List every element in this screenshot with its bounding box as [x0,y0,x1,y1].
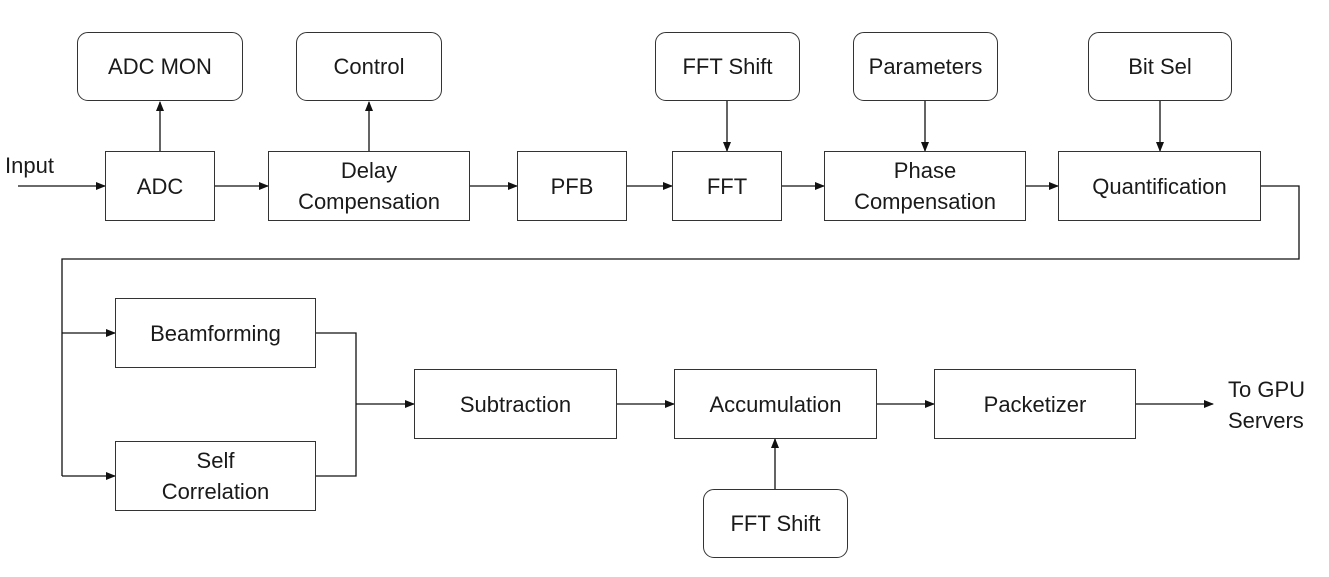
output-label: To GPU Servers [1228,374,1305,436]
control-label: Control [333,54,405,79]
fft-label: FFT [706,173,748,199]
self-corr-line1: Self [196,448,235,473]
quantification-label: Quantification [1092,173,1227,199]
self-corr-line2: Correlation [161,479,270,504]
accumulation-label: Accumulation [709,391,842,417]
delay-comp-line1: Delay [340,158,398,183]
output-label-line2: Servers [1228,408,1304,433]
parameters-label: Parameters [868,54,983,79]
phase-compensation-box: Phase Compensation [824,151,1026,221]
pfb-box: PFB [517,151,627,221]
phase-comp-line1: Phase [893,158,957,183]
fft-box: FFT [672,151,782,221]
accumulation-box: Accumulation [674,369,877,439]
phase-comp-line2: Compensation [854,189,996,214]
control-box: Control [296,32,442,101]
subtraction-label: Subtraction [459,391,572,417]
beamforming-label: Beamforming [150,320,281,346]
pfb-label: PFB [550,173,594,199]
adc-box: ADC [105,151,215,221]
beamforming-box: Beamforming [115,298,316,368]
fft-shift-top-label: FFT Shift [682,54,773,79]
quantification-box: Quantification [1058,151,1261,221]
parameters-box: Parameters [853,32,998,101]
subtraction-box: Subtraction [414,369,617,439]
fft-shift-bottom-box: FFT Shift [703,489,848,558]
connector-beamforming-merge [316,332,357,477]
bit-sel-box: Bit Sel [1088,32,1232,101]
fft-shift-bottom-label: FFT Shift [730,511,821,536]
adc-mon-label: ADC MON [108,54,212,79]
delay-comp-line2: Compensation [298,189,440,214]
self-correlation-box: Self Correlation [115,441,316,511]
input-label: Input [5,153,54,178]
packetizer-box: Packetizer [934,369,1136,439]
adc-mon-box: ADC MON [77,32,243,101]
delay-compensation-box: Delay Compensation [268,151,470,221]
connector-quant-wrap [61,185,1300,476]
fft-shift-top-box: FFT Shift [655,32,800,101]
bit-sel-label: Bit Sel [1128,54,1192,79]
output-label-line1: To GPU [1228,377,1306,402]
packetizer-label: Packetizer [983,391,1087,417]
adc-label: ADC [136,173,184,199]
